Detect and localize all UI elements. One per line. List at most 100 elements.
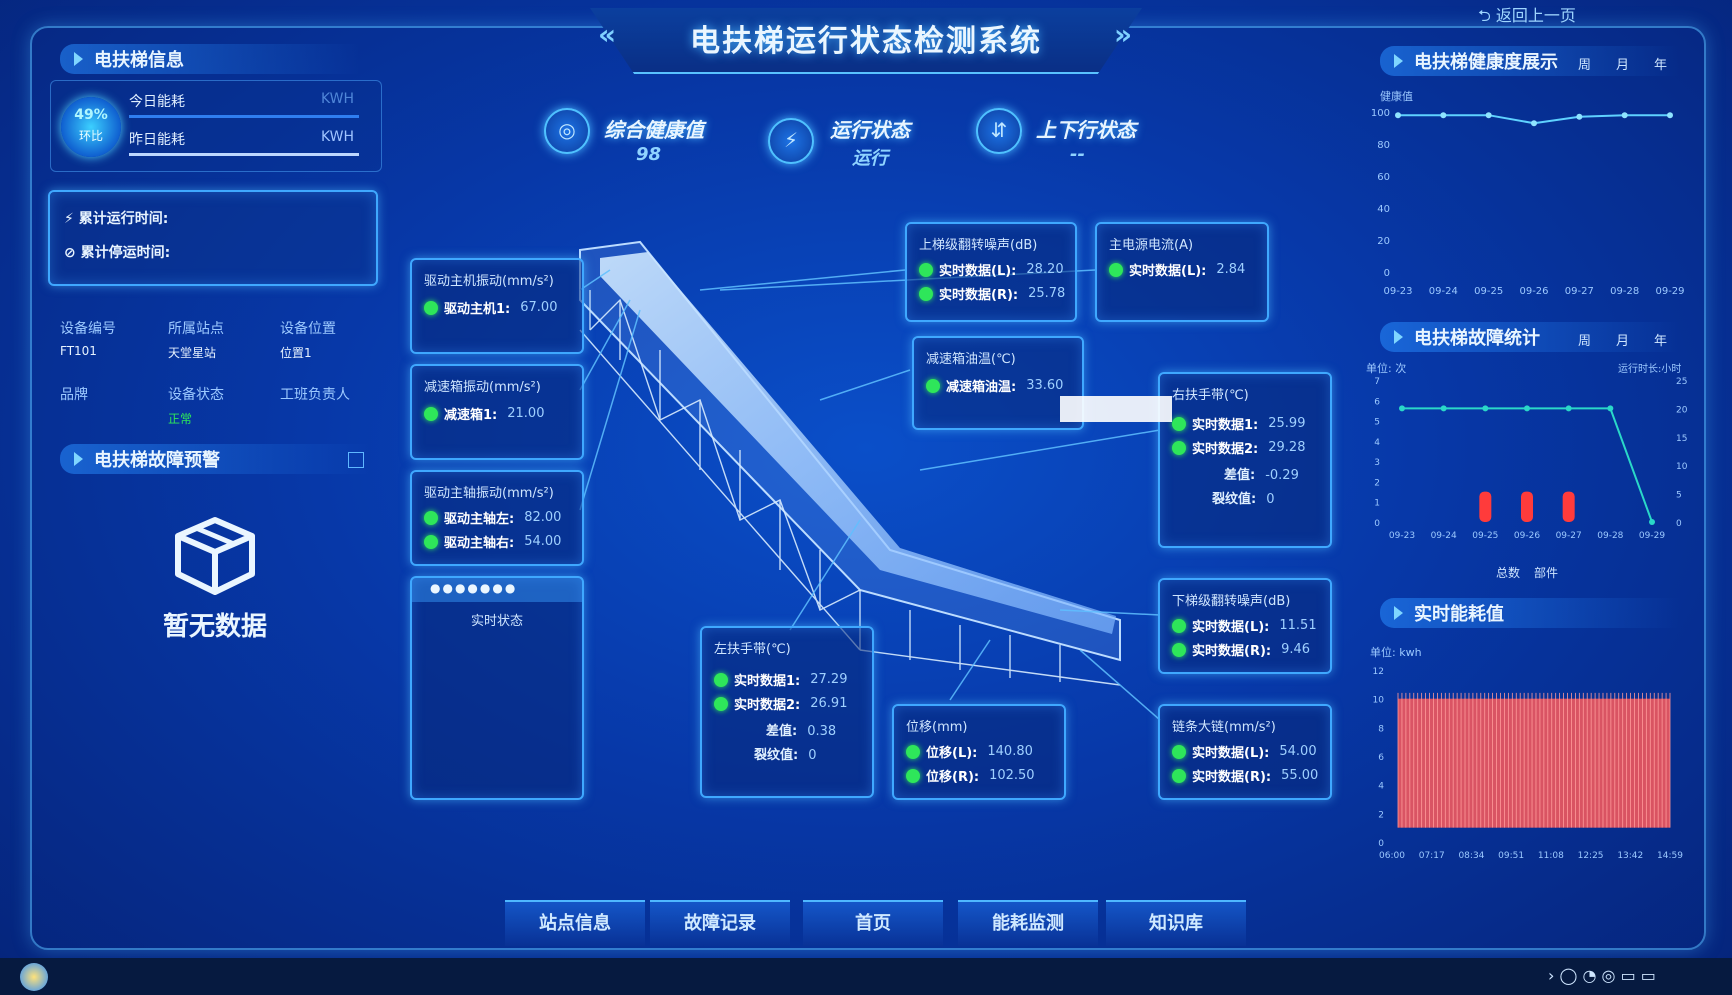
right-handrail-panel[interactable]: 右扶手带(℃) 实时数据1:25.99 实时数据2:29.28 差值:-0.29… (1158, 372, 1332, 548)
y-tick-label: 40 (1377, 204, 1390, 215)
runtime-point (1482, 405, 1489, 412)
x-tick-label: 09-23 (1383, 286, 1412, 297)
y2-tick-label: 15 (1676, 434, 1687, 444)
nav-knowledge-base[interactable]: 知识库 (1106, 900, 1246, 946)
yesterday-energy-bar (129, 153, 359, 156)
main-shaft-panel[interactable]: 驱动主轴振动(mm/s²) 驱动主轴左:82.00 驱动主轴右:54.00 (410, 470, 584, 566)
health-point (1440, 112, 1447, 119)
health-icon: ◎ (544, 108, 590, 154)
ratio-gauge: 49% 环比 (61, 97, 121, 157)
direction-icon: ⇵ (976, 108, 1022, 154)
status-dot (424, 510, 438, 525)
runtime-point (1607, 405, 1614, 412)
warning-section-header: 电扶梯故障预警 (60, 444, 370, 474)
x-tick-label: 13:42 (1617, 851, 1643, 861)
stop-row: ⊘ 累计停运时间: (64, 242, 170, 262)
health-point (1395, 112, 1401, 119)
realtime-status-title: 实时状态 (470, 614, 523, 629)
running-icon: ⚡ (64, 211, 74, 227)
fault-tab-week[interactable]: 周 (1578, 334, 1592, 349)
status-dot (424, 300, 438, 315)
tray-icons[interactable]: › ◯ ◔ ◎ ▭ ▭ (1548, 966, 1656, 985)
drive-motor-panel[interactable]: 驱动主机振动(mm/s²) 驱动主机1:67.00 (410, 258, 584, 354)
energy-unit: 单位: kwh (1370, 646, 1422, 659)
status-dot (906, 744, 920, 759)
y-tick-label: 10 (1373, 696, 1385, 706)
chain-right-row: 实时数据(R):55.00 (1172, 766, 1318, 785)
kpi-run-label: 运行状态 (830, 118, 910, 142)
health-section-title: 电扶梯健康度展示 (1414, 52, 1558, 73)
y-tick-label: 0 (1374, 519, 1380, 529)
expand-icon[interactable] (348, 452, 364, 468)
x-tick-label: 09-26 (1514, 531, 1540, 541)
y-tick-label: 0 (1378, 839, 1384, 849)
start-icon[interactable] (20, 963, 48, 991)
energy-section-title: 实时能耗值 (1414, 604, 1504, 625)
upper-noise-panel[interactable]: 上梯级翻转噪声(dB) 实时数据(L):28.20 实时数据(R):25.78 (905, 222, 1077, 322)
lower-noise-panel[interactable]: 下梯级翻转噪声(dB) 实时数据(L):11.51 实时数据(R):9.46 (1158, 578, 1332, 674)
status-dot (919, 262, 933, 277)
y-tick-label: 7 (1374, 377, 1380, 387)
stop-icon: ⊘ (64, 245, 76, 261)
status-dot (1172, 642, 1186, 657)
drive-motor-row: 驱动主机1:67.00 (424, 298, 557, 317)
back-link[interactable]: ⮌ 返回上一页 (1478, 6, 1576, 25)
status-dot (424, 534, 438, 549)
y-tick-label: 2 (1378, 810, 1384, 820)
yesterday-energy-unit: KWH (321, 129, 355, 145)
x-tick-label: 12:25 (1578, 851, 1604, 861)
prev-arrow[interactable]: « (598, 18, 617, 51)
right-handrail-title: 右扶手带(℃) (1172, 388, 1249, 403)
x-tick-label: 14:59 (1657, 851, 1683, 861)
status-dot (1172, 440, 1186, 455)
fault-section-title: 电扶梯故障统计 (1414, 328, 1540, 349)
y2-tick-label: 25 (1676, 377, 1687, 387)
right-handrail-row-1: 实时数据1:25.99 (1172, 414, 1305, 433)
fault-tab-month[interactable]: 月 (1616, 334, 1630, 349)
escalator-model (579, 240, 1121, 686)
yesterday-energy-label: 昨日能耗 (129, 132, 185, 148)
run-status-icon: ⚡ (768, 118, 814, 164)
y-tick-label: 8 (1378, 724, 1384, 734)
fault-legend-part: 部件 (1534, 566, 1559, 580)
box-icon (172, 516, 258, 600)
nav-fault-records[interactable]: 故障记录 (650, 900, 790, 946)
kpi-direction-value: -- (1070, 144, 1085, 165)
next-arrow[interactable]: » (1114, 18, 1133, 51)
health-tab-year[interactable]: 年 (1654, 58, 1668, 73)
title-bar (590, 8, 1142, 74)
energy-section-header: 实时能耗值 (1380, 598, 1680, 628)
right-handrail-row-2: 实时数据2:29.28 (1172, 438, 1305, 457)
left-handrail-panel[interactable]: 左扶手带(℃) 实时数据1:27.29 实时数据2:26.91 差值:0.38 … (700, 626, 874, 798)
nav-home[interactable]: 首页 (803, 900, 943, 946)
stop-time-label: 累计停运时间: (80, 245, 171, 261)
runtime-point (1399, 405, 1405, 412)
main-current-panel[interactable]: 主电源电流(A) 实时数据(L):2.84 (1095, 222, 1269, 322)
reducer-vibration-row: 减速箱1:21.00 (424, 404, 544, 423)
x-tick-label: 09-23 (1389, 531, 1415, 541)
status-dot (714, 696, 728, 711)
x-tick-label: 09-29 (1655, 286, 1684, 297)
nav-energy-monitor[interactable]: 能耗监测 (958, 900, 1098, 946)
left-handrail-crack: 裂纹值:0 (754, 748, 817, 763)
fault-tab-year[interactable]: 年 (1654, 334, 1668, 349)
realtime-status-panel[interactable]: ●●●●●●● 实时状态 (410, 576, 584, 800)
station-value: 天堂星站 (168, 346, 217, 360)
health-tab-week[interactable]: 周 (1578, 58, 1592, 73)
health-tab-month[interactable]: 月 (1616, 58, 1630, 73)
y-tick-label: 0 (1384, 268, 1390, 279)
x-tick-label: 09-26 (1519, 286, 1548, 297)
y-tick-label: 60 (1377, 172, 1390, 183)
reducer-vibration-panel[interactable]: 减速箱振动(mm/s²) 减速箱1:21.00 (410, 364, 584, 460)
nav-station-info[interactable]: 站点信息 (505, 900, 645, 946)
x-tick-label: 09-25 (1472, 531, 1498, 541)
chain-panel[interactable]: 链条大链(mm/s²) 实时数据(L):54.00 实时数据(R):55.00 (1158, 704, 1332, 800)
info-section-header: 电扶梯信息 (60, 44, 360, 74)
realtime-status-header: ●●●●●●● (412, 578, 582, 602)
y-tick-label: 12 (1373, 667, 1384, 677)
location-label: 设备位置 (280, 321, 336, 337)
x-tick-label: 11:08 (1538, 851, 1564, 861)
displacement-panel[interactable]: 位移(mm) 位移(L):140.80 位移(R):102.50 (892, 704, 1066, 800)
oil-temp-panel[interactable]: 减速箱油温(℃) 减速箱油温:33.60 (912, 336, 1084, 430)
